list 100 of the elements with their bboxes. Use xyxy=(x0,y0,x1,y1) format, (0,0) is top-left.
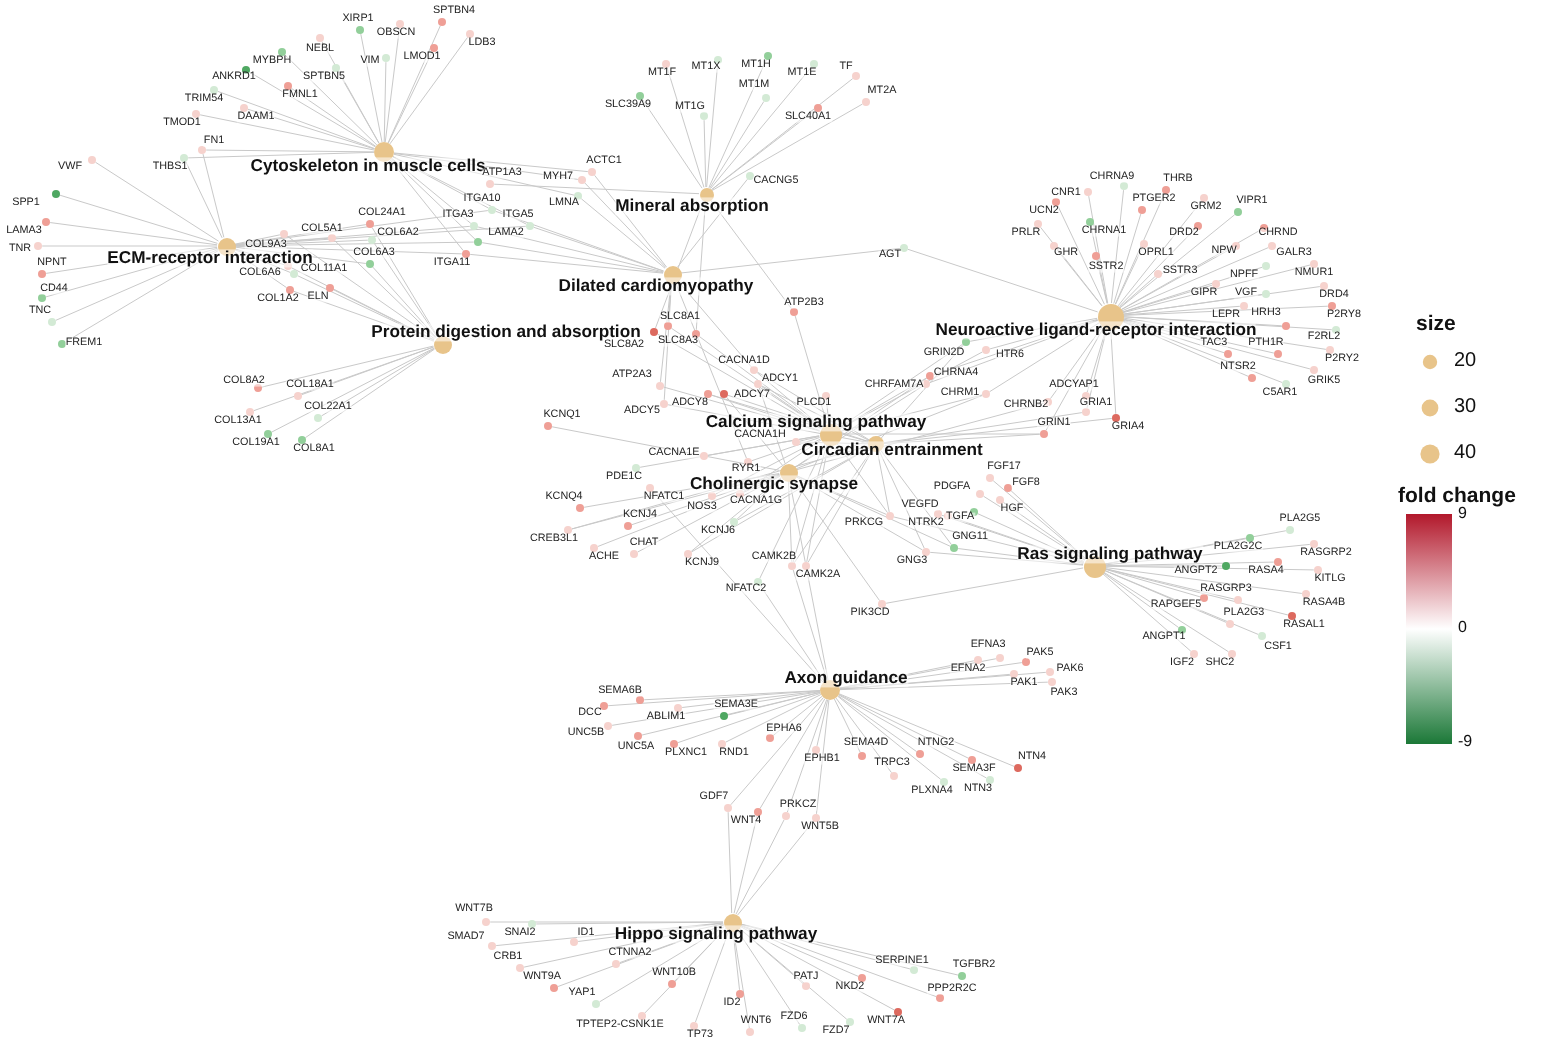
gene-dot xyxy=(943,511,953,521)
connector-line xyxy=(387,51,433,144)
gene-dot xyxy=(781,811,791,821)
connector-line xyxy=(384,27,400,143)
gene-dot xyxy=(719,389,729,399)
pathway-label: Mineral absorption xyxy=(615,197,769,215)
gene-dot xyxy=(293,391,303,401)
gene-dot xyxy=(611,959,621,969)
connector-line xyxy=(806,569,829,681)
connector-line xyxy=(1110,189,1125,304)
gene-dot xyxy=(811,813,821,823)
connector-line xyxy=(885,567,1084,604)
gene-dot xyxy=(429,43,439,53)
connector-line xyxy=(391,157,472,224)
gene-dot xyxy=(465,29,475,39)
connector-line xyxy=(217,90,376,150)
connector-line xyxy=(637,475,781,553)
connector-line xyxy=(929,551,1084,566)
connector-line xyxy=(393,153,575,196)
gene-dot xyxy=(1081,407,1091,417)
connector-line xyxy=(799,441,869,445)
gene-dot xyxy=(549,983,559,993)
gene-dot xyxy=(699,111,709,121)
pathway-dot xyxy=(374,142,394,162)
connector-line xyxy=(389,159,464,252)
connector-line xyxy=(969,317,1098,342)
connector-line xyxy=(234,245,463,255)
gene-dot xyxy=(1287,611,1297,621)
connector-line xyxy=(1104,565,1315,571)
gene-dot xyxy=(629,549,639,559)
gene-dot xyxy=(673,703,683,713)
connector-line xyxy=(759,585,825,683)
connector-line xyxy=(839,351,983,430)
gene-dot xyxy=(791,437,801,447)
connector-line xyxy=(1110,328,1117,415)
connector-line xyxy=(205,149,375,153)
gene-dot xyxy=(789,307,799,317)
connector-line xyxy=(792,444,828,563)
connector-line xyxy=(641,691,821,736)
gene-dot xyxy=(729,517,739,527)
connector-line xyxy=(758,387,786,464)
connector-line xyxy=(706,63,719,188)
connector-line xyxy=(739,925,859,977)
connector-line xyxy=(807,450,873,563)
gene-dot xyxy=(669,739,679,749)
connector-line xyxy=(607,690,821,707)
gene-dot xyxy=(1239,301,1249,311)
connector-line xyxy=(185,161,223,239)
connector-line xyxy=(743,439,822,493)
gene-dot xyxy=(47,317,57,327)
connector-line xyxy=(839,660,975,689)
legend-label: 30 xyxy=(1454,398,1477,418)
connector-line xyxy=(837,695,918,753)
pathway-label: Protein digestion and absorption xyxy=(371,323,641,341)
connector-line xyxy=(709,66,812,190)
gene-dot xyxy=(877,599,887,609)
gene-dot xyxy=(683,549,693,559)
connector-line xyxy=(695,200,706,331)
gene-dot xyxy=(1261,261,1271,271)
scale-value: 0 xyxy=(1458,620,1467,636)
connector-line xyxy=(883,412,1083,444)
gene-dot xyxy=(365,259,375,269)
connector-line xyxy=(1122,264,1311,314)
connector-line xyxy=(883,417,1113,444)
connector-line xyxy=(795,476,923,551)
gene-dot xyxy=(723,803,733,813)
gene-dot xyxy=(667,979,677,989)
gene-dot xyxy=(325,283,335,293)
connector-line xyxy=(1104,568,1201,598)
gene-dot xyxy=(939,777,949,787)
gene-dot xyxy=(1331,325,1341,335)
gene-dot xyxy=(33,241,43,251)
connector-line xyxy=(977,513,1085,562)
connector-line xyxy=(730,697,824,806)
gene-dot xyxy=(1231,241,1241,251)
connector-line xyxy=(1101,572,1192,652)
pathway-label: Calcium signaling pathway xyxy=(705,413,927,431)
connector-line xyxy=(641,99,703,189)
gene-dot xyxy=(87,155,97,165)
connector-line xyxy=(759,698,826,809)
connector-line xyxy=(787,480,793,563)
connector-line xyxy=(583,473,780,508)
gene-dot xyxy=(1221,561,1231,571)
connector-line xyxy=(989,322,1100,393)
gene-dot xyxy=(719,711,729,721)
connector-line xyxy=(799,436,820,442)
gene-dot xyxy=(527,919,537,929)
connector-line xyxy=(95,161,219,242)
gene-dot xyxy=(861,97,871,107)
gene-dot xyxy=(845,1017,855,1027)
gene-dot xyxy=(659,399,669,409)
connector-line xyxy=(833,698,861,753)
gene-dot xyxy=(587,167,597,177)
gene-dot xyxy=(599,701,609,711)
gene-dot xyxy=(57,339,67,349)
connector-line xyxy=(49,222,218,246)
gene-dot xyxy=(1267,241,1277,251)
gene-dot xyxy=(1325,345,1335,355)
gene-dot xyxy=(1003,483,1013,493)
connector-line xyxy=(795,475,951,547)
